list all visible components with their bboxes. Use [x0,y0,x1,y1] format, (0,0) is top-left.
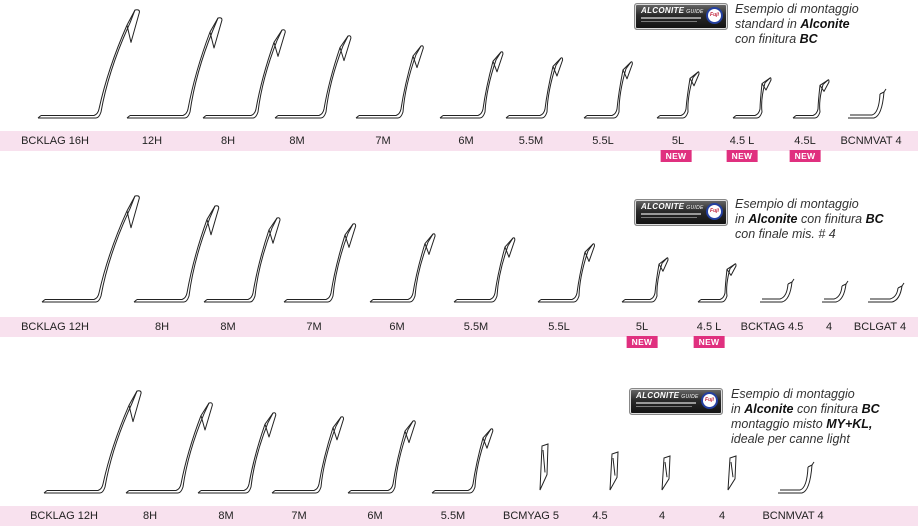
rod-guide-icon [661,455,671,491]
label-band-3: BCKLAG 12H 8H 8M 7M 6M 5.5M BCMYAG 5 4.5… [0,506,918,526]
rod-guide-icon [453,237,516,303]
rod-guide-icon [126,17,223,119]
guide-label: 4 [825,321,833,333]
guide-label: 8H [220,135,236,147]
guides-row-3 [43,390,815,494]
guide-label: 4.5 L [729,135,755,147]
fuji-seal-icon: Fuji [706,203,723,220]
rod-guide-icon [283,223,357,303]
rod-guide-icon [656,71,700,119]
rod-guide-icon [271,416,345,494]
new-badge: NEW [693,336,725,348]
guide-label: 6M [458,135,474,147]
guide-label: 12H [141,135,163,147]
guide-label: BCKLAG 16H [21,135,89,147]
rod-guide-icon [133,205,220,303]
guide-label: 5L [671,135,685,147]
guide-label: 5.5L [592,135,614,147]
guide-label: 4.5 L [696,321,722,333]
rod-guide-icon [41,195,140,303]
guide-label: 4.5 [592,510,608,522]
guide-label: 5L [635,321,649,333]
caption-3: Esempio di montaggio in Alconite con fin… [731,387,880,446]
guide-label: 8M [289,135,305,147]
rod-guide-icon [760,278,795,303]
guide-label: BCKTAG 4.5 [740,321,804,333]
guide-label: 8M [218,510,234,522]
rod-guide-icon [197,412,277,494]
guides-row-2 [41,195,905,303]
rod-guide-icon [539,443,549,491]
caption-2: Esempio di montaggio in Alconite con fin… [735,197,884,241]
rod-guide-icon [37,9,140,119]
guide-label: BCKLAG 12H [30,510,98,522]
new-badge: NEW [626,336,658,348]
rod-guide-icon [125,402,213,494]
rod-guide-icon [439,51,504,119]
guide-label: 6M [367,510,383,522]
rod-guide-icon [621,257,669,303]
guides-row-1 [37,9,887,119]
new-badge: NEW [660,150,692,162]
new-badge: NEW [726,150,758,162]
rod-guide-icon [732,77,772,119]
guide-label: BCNMVAT 4 [762,510,824,522]
rod-guide-icon [822,280,849,303]
rod-guide-icon [727,455,737,491]
rod-guide-icon [868,282,905,303]
guide-label: 5.5M [518,135,544,147]
guide-label: 6M [389,321,405,333]
guide-label: BCKLAG 12H [21,321,89,333]
guide-label: 5.5M [463,321,489,333]
guide-label: 5.5M [440,510,466,522]
rod-guide-icon [778,461,815,494]
rod-guide-icon [792,79,830,119]
rod-guide-icon [43,390,142,494]
rod-guide-icon [203,217,281,303]
rod-guide-icon [583,61,633,119]
guide-label: 5.5L [548,321,570,333]
guide-label: 7M [291,510,307,522]
fuji-seal-icon: Fuji [706,7,723,24]
label-band-1: BCKLAG 16H 12H 8H 8M 7M 6M 5.5M 5.5L 5L … [0,131,918,151]
guide-label: BCLGAT 4 [853,321,907,333]
guide-label: 7M [375,135,391,147]
rod-guide-icon [274,35,352,119]
rod-guide-icon [609,451,619,491]
caption-1: Esempio di montaggio standard in Alconit… [735,2,859,46]
label-band-2: BCKLAG 12H 8H 8M 7M 6M 5.5M 5.5L 5L 4.5 … [0,317,918,337]
guide-label: 8M [220,321,236,333]
fuji-seal-icon: Fuji [701,392,718,409]
guide-label: BCMYAG 5 [502,510,560,522]
rod-guide-icon [697,263,737,303]
guide-label: 8H [142,510,158,522]
rod-guide-icon [202,29,286,119]
guide-label: 8H [154,321,170,333]
rod-guide-icon [505,57,564,119]
rod-guide-icon [848,88,887,119]
rod-guide-icon [355,45,424,119]
guide-label: 4 [658,510,666,522]
guide-label: 7M [306,321,322,333]
new-badge: NEW [789,150,821,162]
guide-label: 4.5L [794,135,816,147]
rod-guide-icon [431,428,494,494]
guide-label: 4 [718,510,726,522]
rod-guide-icon [537,243,595,303]
rod-guide-icon [369,233,436,303]
guide-label: BCNMVAT 4 [840,135,902,147]
rod-guide-icon [347,420,416,494]
